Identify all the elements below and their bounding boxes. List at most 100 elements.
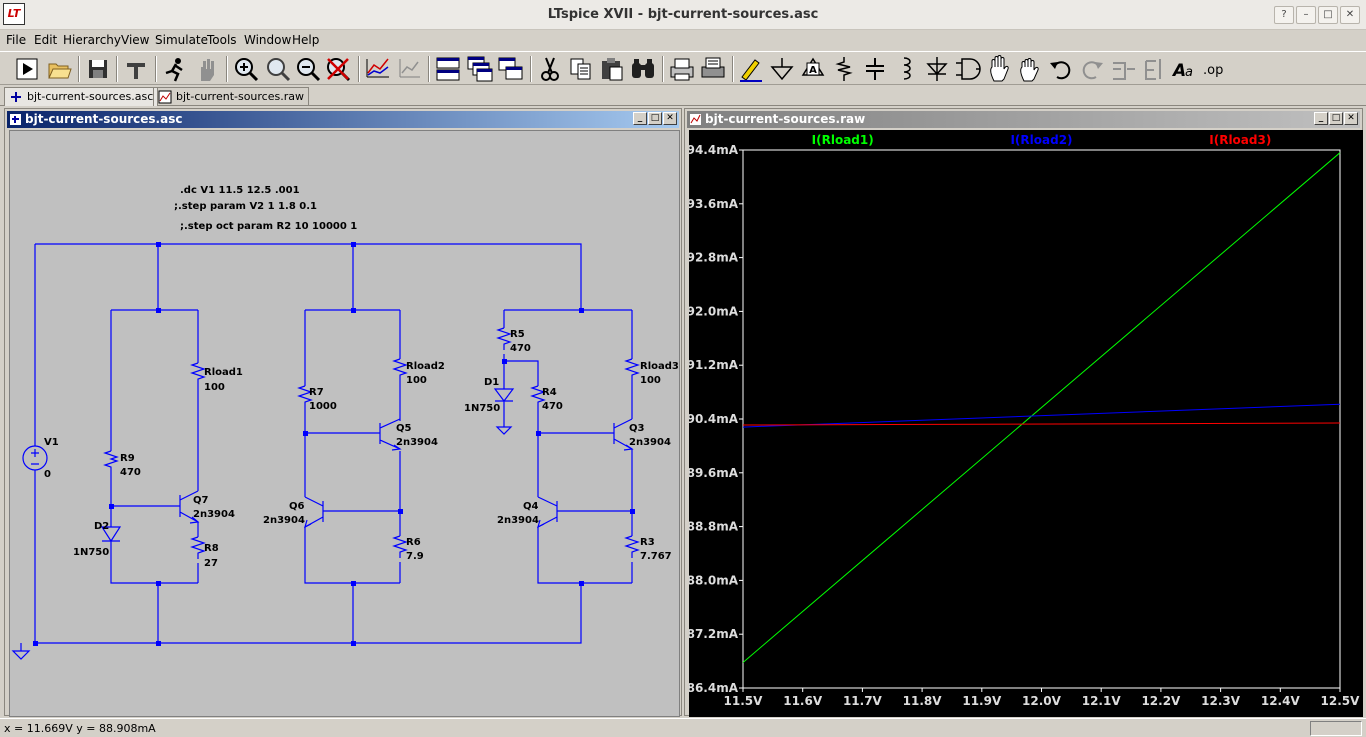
- capacitor-icon[interactable]: [861, 55, 889, 83]
- legend-item-2[interactable]: I(Rload2): [1010, 133, 1072, 147]
- tab-waveform[interactable]: bjt-current-sources.raw: [153, 87, 309, 106]
- mirror-icon[interactable]: [1140, 55, 1168, 83]
- drag-icon[interactable]: [1016, 55, 1044, 83]
- x-tick-label: 12.3V: [1201, 694, 1241, 708]
- zoom-out-icon[interactable]: [294, 55, 322, 83]
- r5-value: 470: [510, 343, 531, 354]
- ground-icon[interactable]: [768, 55, 796, 83]
- tab-schematic-label: bjt-current-sources.asc: [27, 90, 154, 103]
- menu-window[interactable]: Window: [244, 33, 292, 47]
- r8-value: 27: [204, 558, 218, 569]
- zoom-in-icon[interactable]: [232, 55, 260, 83]
- cascade-icon[interactable]: [466, 55, 494, 83]
- undo-icon[interactable]: [1047, 55, 1075, 83]
- plot-settings-icon[interactable]: [396, 55, 424, 83]
- menu-help[interactable]: Help: [292, 33, 320, 47]
- help-window-icon[interactable]: ?: [1274, 6, 1294, 24]
- diode-icon[interactable]: [923, 55, 951, 83]
- svg-text:A: A: [1171, 61, 1186, 81]
- tile-horizontal-icon[interactable]: [434, 55, 462, 83]
- schematic-canvas[interactable]: .dc V1 11.5 12.5 .001 ;.step param V2 1 …: [9, 130, 680, 717]
- minimize-icon[interactable]: _: [1314, 112, 1328, 125]
- schematic-tab-icon: [11, 92, 21, 102]
- tab-schematic[interactable]: bjt-current-sources.asc: [4, 87, 159, 106]
- d1-label: D1: [484, 377, 499, 388]
- legend: I(Rload1) I(Rload2) I(Rload3): [812, 133, 1272, 147]
- tab-waveform-label: bjt-current-sources.raw: [176, 90, 304, 103]
- directive-step-r2[interactable]: ;.step oct param R2 10 10000 1: [180, 221, 357, 232]
- tab-bar: bjt-current-sources.asc bjt-current-sour…: [0, 86, 1366, 106]
- series-line-3: [742, 422, 1341, 426]
- r9-label: R9: [120, 453, 135, 464]
- schematic-drawing: .dc V1 11.5 12.5 .001 ;.step param V2 1 …: [11, 185, 679, 660]
- draw-wire-icon[interactable]: [737, 55, 765, 83]
- r4-label: R4: [542, 387, 557, 398]
- autorange-icon[interactable]: [364, 55, 392, 83]
- zoom-cancel-icon[interactable]: [324, 55, 352, 83]
- menu-tools[interactable]: Tools: [207, 33, 237, 47]
- cut-icon[interactable]: [536, 55, 564, 83]
- print-preview-icon[interactable]: [668, 55, 696, 83]
- halt-icon[interactable]: [193, 55, 221, 83]
- maximize-icon[interactable]: □: [648, 112, 662, 125]
- y-tick-label: 91.2mA: [689, 358, 739, 372]
- x-tick-label: 12.2V: [1141, 694, 1181, 708]
- menu-file[interactable]: File: [6, 33, 27, 47]
- waveform-window-controls: _ □ ✕: [1314, 112, 1358, 125]
- inductor-icon[interactable]: [892, 55, 920, 83]
- waveform-tab-icon: [158, 90, 172, 104]
- q4-label: Q4: [523, 501, 539, 512]
- menu-view[interactable]: View: [121, 33, 150, 47]
- y-tick-label: 88.8mA: [689, 520, 739, 534]
- rload3-value: 100: [640, 375, 661, 386]
- directive-dc[interactable]: .dc V1 11.5 12.5 .001: [180, 185, 300, 196]
- directive-step-v2[interactable]: ;.step param V2 1 1.8 0.1: [174, 201, 317, 212]
- q6-label: Q6: [289, 501, 305, 512]
- spice-directive-icon[interactable]: .op: [1202, 55, 1230, 83]
- q3-label: Q3: [629, 423, 645, 434]
- menu-hierarchy[interactable]: Hierarchy: [63, 33, 122, 47]
- copy-icon[interactable]: [567, 55, 595, 83]
- maximize-window-icon[interactable]: □: [1318, 6, 1338, 24]
- y-tick-label: 92.8mA: [689, 251, 739, 265]
- minimize-icon[interactable]: _: [633, 112, 647, 125]
- tile-vertical-icon[interactable]: [497, 55, 525, 83]
- close-icon[interactable]: ✕: [663, 112, 677, 125]
- save-icon[interactable]: [84, 55, 112, 83]
- close-window-icon[interactable]: ✕: [1340, 6, 1360, 24]
- control-panel-icon[interactable]: [122, 55, 150, 83]
- app-logo: LT: [3, 3, 25, 25]
- status-panel: [1310, 721, 1362, 736]
- close-icon[interactable]: ✕: [1344, 112, 1358, 125]
- rotate-icon[interactable]: [1109, 55, 1137, 83]
- maximize-icon[interactable]: □: [1329, 112, 1343, 125]
- run-sim-icon[interactable]: [161, 55, 189, 83]
- zoom-extents-icon[interactable]: [264, 55, 292, 83]
- legend-item-1[interactable]: I(Rload1): [812, 133, 874, 147]
- legend-item-3[interactable]: I(Rload3): [1209, 133, 1271, 147]
- paste-icon[interactable]: [598, 55, 626, 83]
- schematic-window-controls: _ □ ✕: [633, 112, 677, 125]
- component-icon[interactable]: [954, 55, 982, 83]
- resistor-icon[interactable]: [830, 55, 858, 83]
- move-icon[interactable]: [986, 55, 1014, 83]
- d2-label: D2: [94, 521, 109, 532]
- run-icon[interactable]: [13, 55, 41, 83]
- find-icon[interactable]: [629, 55, 657, 83]
- x-tick-label: 12.4V: [1261, 694, 1301, 708]
- y-axis: 94.4mA93.6mA92.8mA92.0mA91.2mA90.4mA89.6…: [687, 143, 743, 695]
- r5-label: R5: [510, 329, 525, 340]
- label-net-icon[interactable]: A: [799, 55, 827, 83]
- menu-edit[interactable]: Edit: [34, 33, 58, 47]
- q3-value: 2n3904: [629, 437, 671, 448]
- text-icon[interactable]: Aa: [1171, 55, 1199, 83]
- redo-icon[interactable]: [1078, 55, 1106, 83]
- open-icon[interactable]: [45, 55, 73, 83]
- print-icon[interactable]: [699, 55, 727, 83]
- series-line-1: [742, 152, 1341, 663]
- menu-simulate[interactable]: Simulate: [155, 33, 209, 47]
- r6-value: 7.9: [406, 551, 424, 562]
- minimize-window-icon[interactable]: –: [1296, 6, 1316, 24]
